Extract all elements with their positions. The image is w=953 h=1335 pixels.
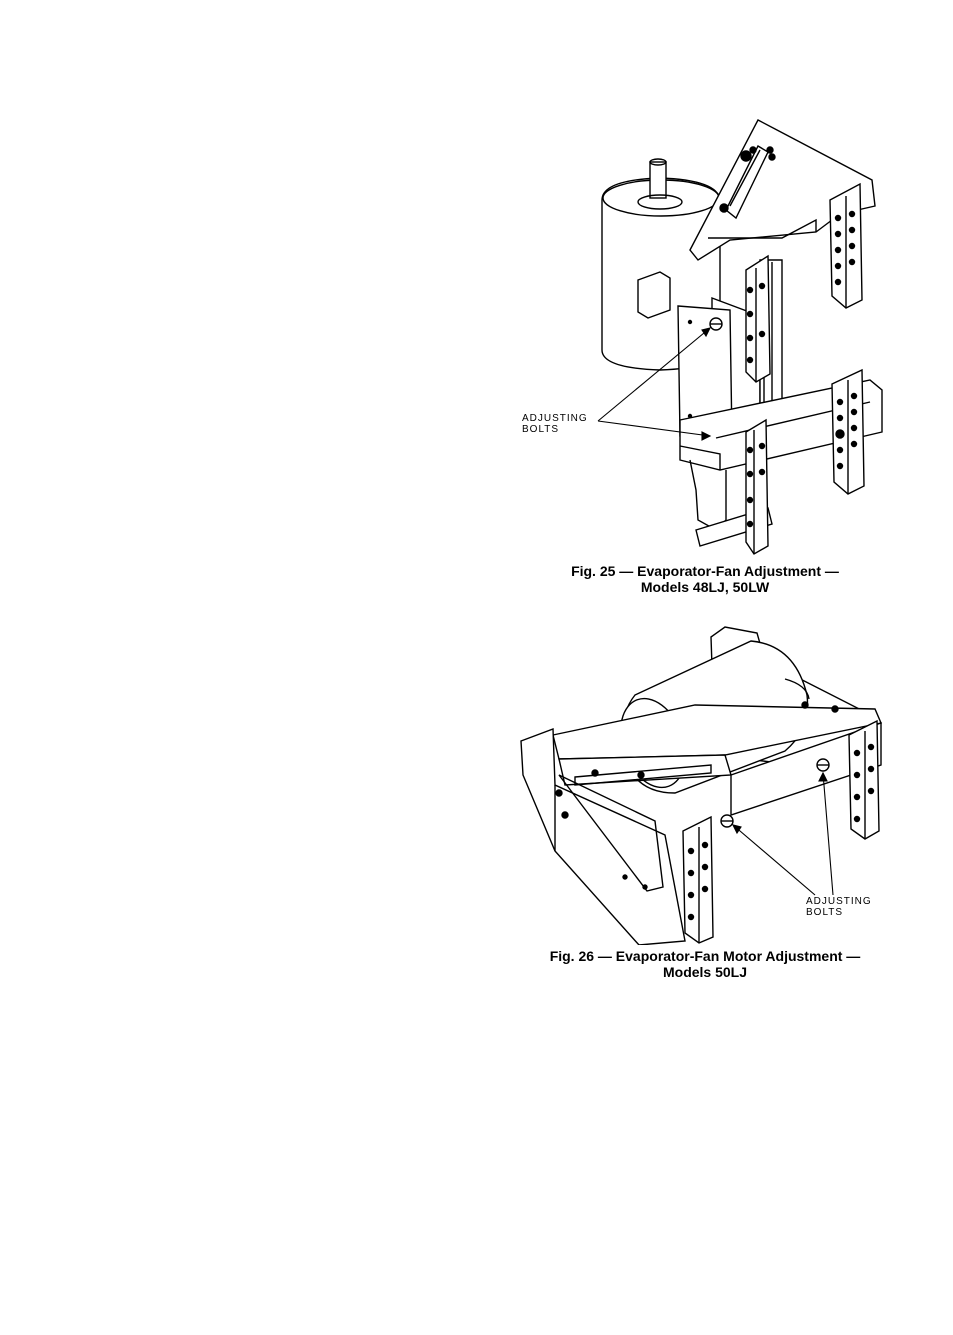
caption-line-1: Fig. 25 — Evaporator-Fan Adjustment — [540,563,870,579]
angle-bracket-lower-right [832,370,864,494]
caption-line-2: Models 50LJ [520,964,890,980]
figure-25-caption: Fig. 25 — Evaporator-Fan Adjustment — Mo… [540,563,870,595]
angle-bracket-upper-center [746,256,770,382]
caption-line-1: Fig. 26 — Evaporator-Fan Motor Adjustmen… [520,948,890,964]
figure-25-callout: ADJUSTING BOLTS [522,413,588,435]
callout-line-2: BOLTS [522,424,588,435]
angle-bracket-lower-center [746,420,768,554]
angle-bracket-upper-right [830,184,862,308]
caption-line-2: Models 48LJ, 50LW [540,579,870,595]
callout-line-1: ADJUSTING [522,413,588,424]
angle-bracket-right [849,721,879,839]
callout-line-2: BOLTS [806,907,872,918]
base-rails [553,702,881,815]
callout-line-1: ADJUSTING [806,896,872,907]
figure-25-drawing [520,110,890,555]
figure-26-callout: ADJUSTING BOLTS [806,896,872,918]
figure-26-caption: Fig. 26 — Evaporator-Fan Motor Adjustmen… [520,948,890,980]
angle-bracket-left [683,817,713,943]
